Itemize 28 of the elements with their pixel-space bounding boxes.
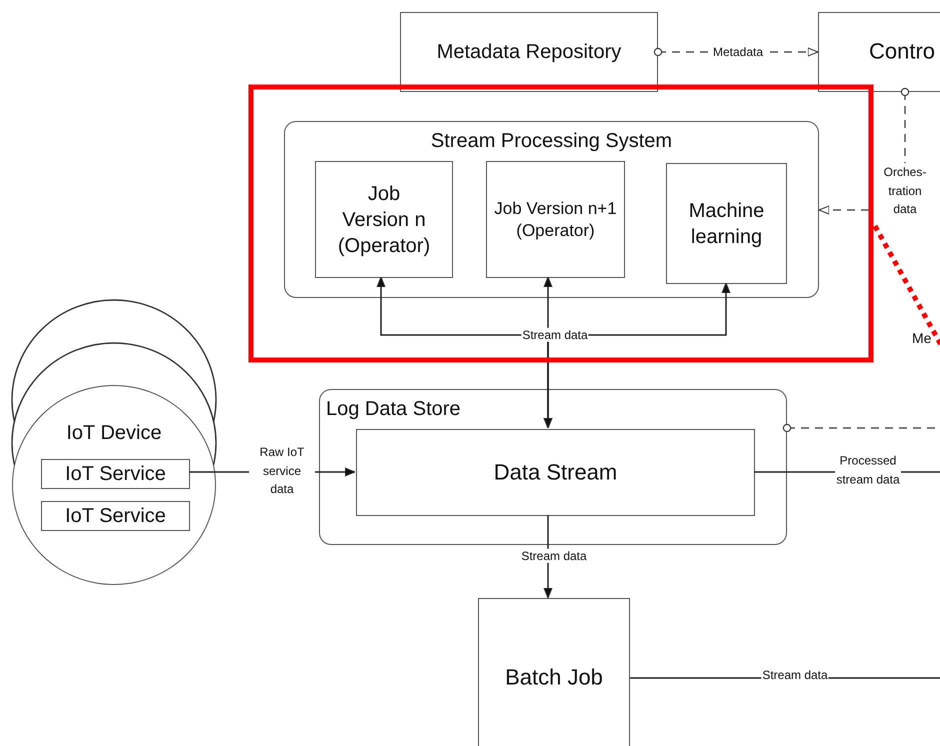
process-box bbox=[666, 163, 787, 284]
edge-label: Stream data bbox=[521, 328, 589, 342]
edge-label: Stream data bbox=[520, 548, 588, 564]
node-label: Machine learning bbox=[688, 198, 766, 250]
process-box bbox=[478, 598, 630, 746]
node-heading: IoT Device bbox=[65, 421, 163, 446]
node-heading: Log Data Store bbox=[326, 397, 461, 422]
process-box bbox=[356, 429, 755, 516]
process-box bbox=[315, 161, 453, 278]
container-box bbox=[319, 389, 787, 545]
node-label: IoT Service bbox=[64, 462, 167, 487]
node-label: Job Version n (Operator) bbox=[336, 182, 432, 258]
node-label: Job Version n+1 (Operator) bbox=[493, 197, 618, 242]
node-label: Data Stream bbox=[492, 458, 618, 486]
component-box bbox=[400, 12, 658, 92]
service-box bbox=[41, 459, 190, 489]
node-label: IoT Service bbox=[64, 504, 167, 529]
edge-label: Stream data bbox=[761, 668, 829, 682]
edge-label: Metadata bbox=[712, 44, 764, 60]
node-label: Batch Job bbox=[504, 664, 604, 692]
process-box bbox=[486, 161, 625, 278]
node-label: Metadata Repository bbox=[436, 40, 622, 65]
cut-off-label: Me bbox=[912, 330, 932, 346]
container-box bbox=[284, 121, 819, 298]
service-box bbox=[41, 501, 190, 531]
component-box bbox=[818, 12, 940, 92]
node-heading: Stream Processing System bbox=[430, 129, 674, 154]
node-label: Contro bbox=[868, 38, 936, 66]
